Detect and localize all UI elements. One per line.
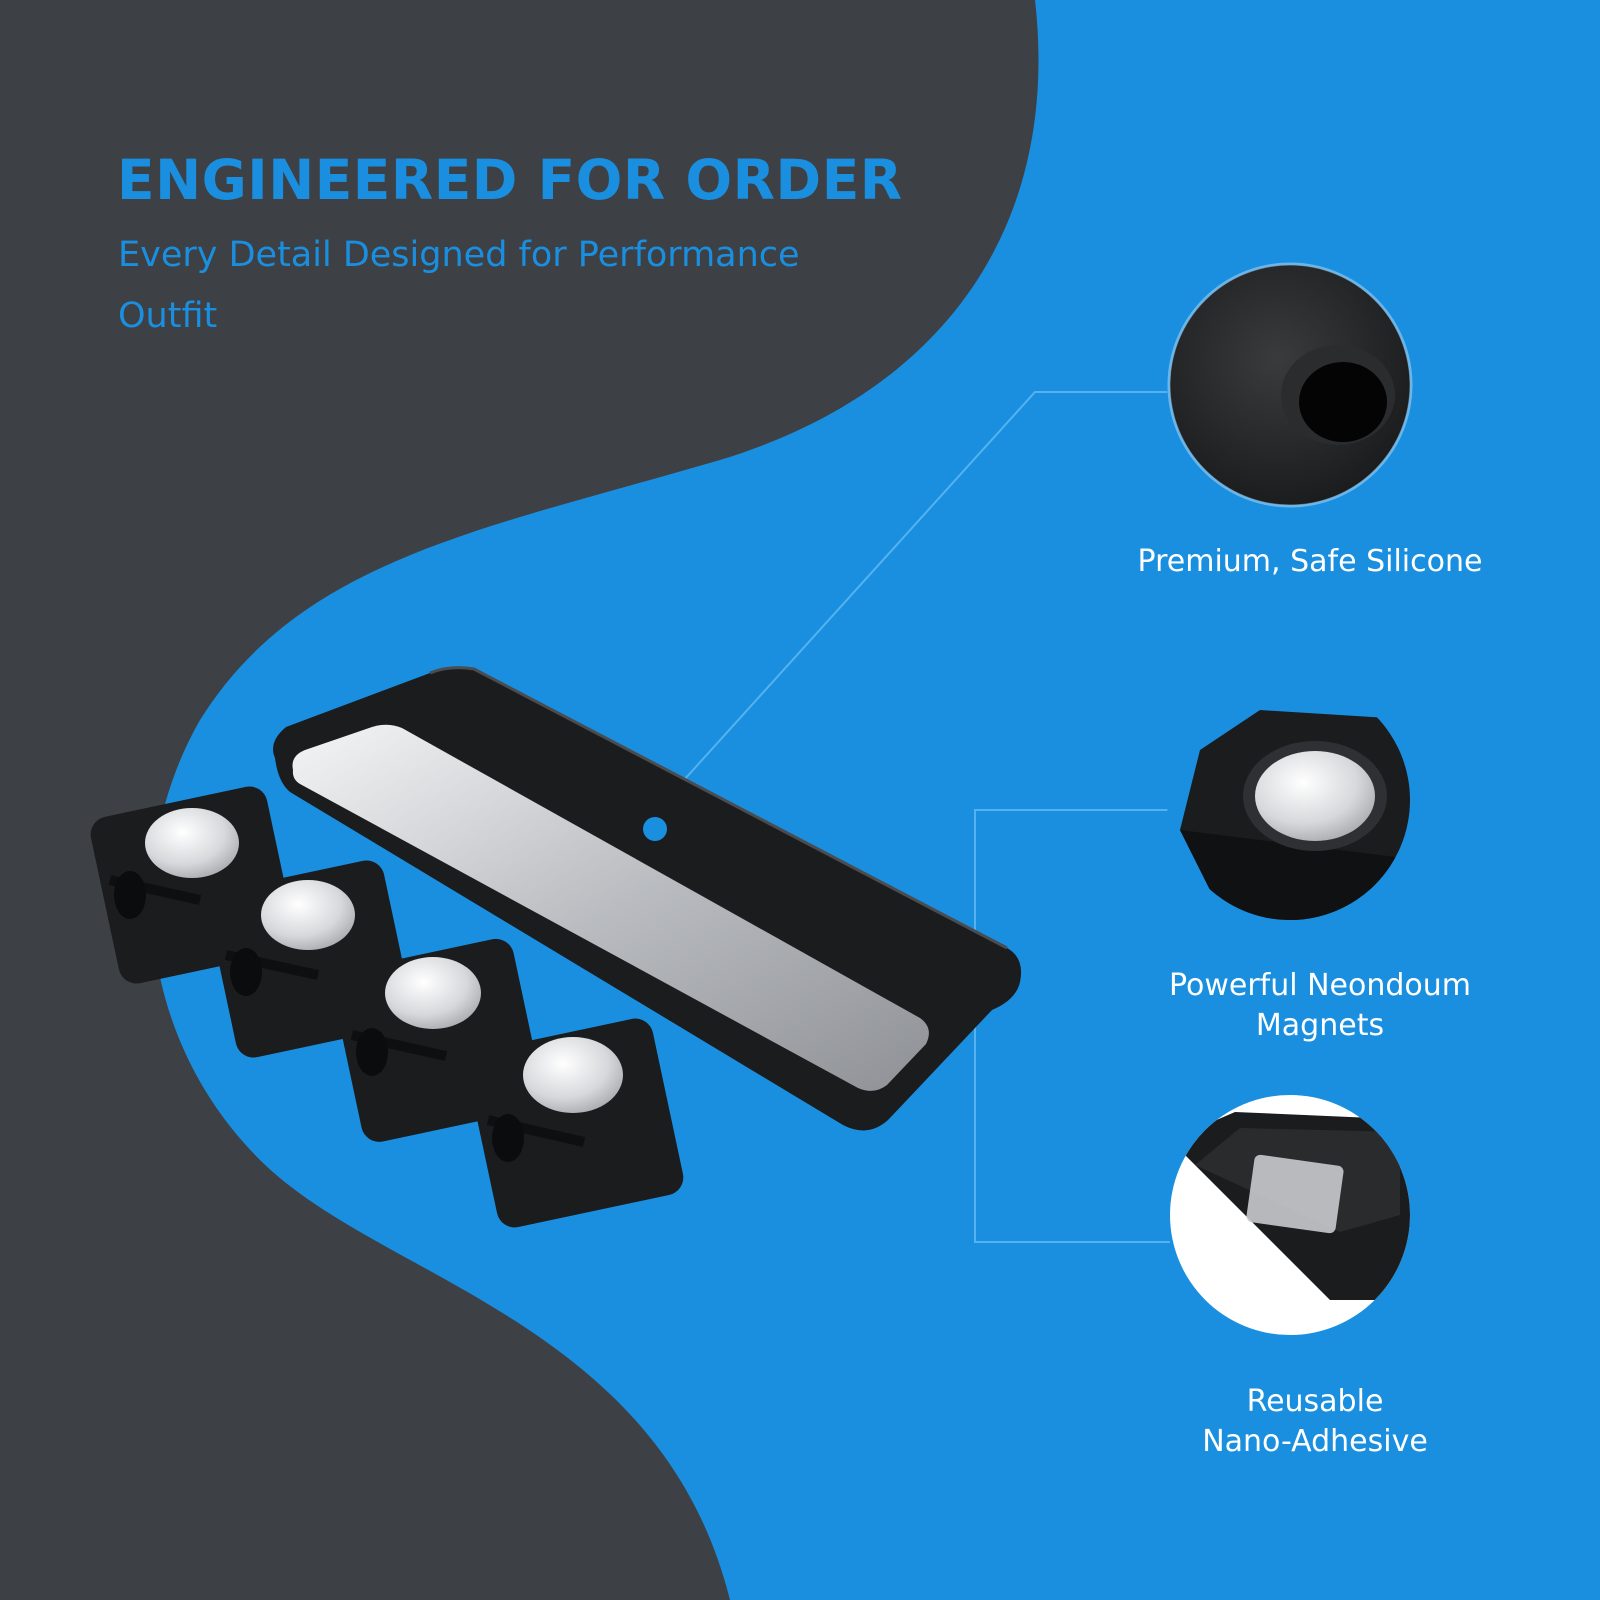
cable-clip-4 — [466, 1018, 684, 1228]
silicone-detail-icon — [1167, 262, 1413, 508]
page-subtitle: Every Detail Designed for Performance Ou… — [118, 235, 800, 336]
feature-label-adhesive: Reusable Nano-Adhesive — [1202, 1384, 1428, 1459]
base-plate-product — [273, 666, 1022, 1131]
adhesive-detail-icon — [1167, 1092, 1413, 1338]
feature-label-magnets: Powerful Neondoum Magnets — [1168, 968, 1472, 1043]
feature-label-silicone: Premium, Safe Silicone — [1137, 544, 1483, 579]
page-title: ENGINEERED FOR ORDER — [117, 148, 903, 212]
